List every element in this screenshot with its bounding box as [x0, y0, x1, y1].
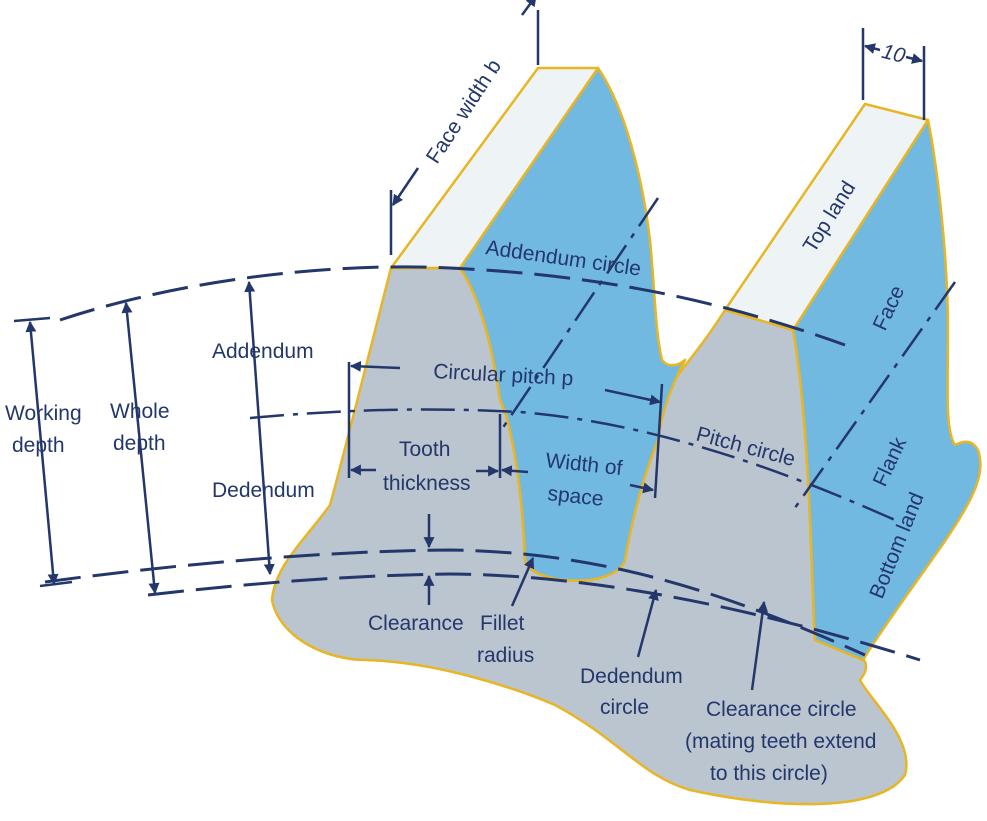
working-depth-tick-top [13, 316, 51, 323]
tooth1-centerline [498, 197, 660, 433]
face-width-dim-lower [391, 167, 420, 206]
dim10-arrow-right [905, 53, 924, 64]
whole-depth-label-2: depth [113, 432, 166, 455]
addendum-circle-line [59, 265, 846, 347]
dedendum-label: Dedendum [212, 479, 315, 502]
tooth2-face [791, 118, 982, 662]
circular-pitch-arrow-left [349, 360, 401, 372]
whole-depth-line [121, 301, 160, 595]
clearance-circle-line [147, 572, 921, 662]
clearance-circle-label-2: (mating teeth extend [685, 730, 876, 753]
tooth1-face [458, 66, 687, 582]
clearance-circle-label-3: to this circle) [710, 762, 828, 785]
clearance-label: Clearance [368, 612, 464, 635]
dedendum-circle-arrow [636, 588, 659, 658]
fillet-radius-label-2: radius [477, 644, 534, 667]
face-width-dim-upper [520, 0, 537, 16]
dedendum-circle-line [44, 548, 866, 657]
tooth2-centerline [790, 281, 957, 513]
working-depth-tick-bot [39, 580, 73, 588]
fillet-radius-arrow [510, 556, 535, 607]
addendum-line [244, 280, 275, 576]
fillet-radius-label-1: Fillet [480, 612, 525, 635]
tooth-thickness-label-2: thickness [383, 472, 471, 495]
dim10-label: 10 [879, 40, 908, 68]
addendum-label: Addendum [212, 340, 314, 363]
width-of-space-arrow-right [629, 482, 655, 494]
tooth-thickness-label-1: Tooth [399, 438, 450, 461]
circular-pitch-arrow-right [604, 388, 662, 406]
tooth2-top-land [723, 102, 930, 332]
dedendum-circle-label-2: circle [600, 696, 649, 719]
tooth1-top-land [389, 66, 600, 270]
clearance-circle-arrow [750, 600, 769, 691]
whole-depth-label-1: Whole [110, 400, 170, 423]
dim10-arrow-left [863, 43, 881, 54]
dedendum-circle-label-1: Dedendum [580, 665, 683, 688]
working-depth-line [25, 320, 59, 586]
width-of-space-arrow-left [500, 465, 529, 477]
clearance-circle-label-1: Clearance circle [706, 698, 857, 721]
pitch-circle-line [249, 408, 896, 522]
working-depth-label-2: depth [12, 434, 65, 457]
working-depth-label-1: Working [5, 402, 82, 425]
